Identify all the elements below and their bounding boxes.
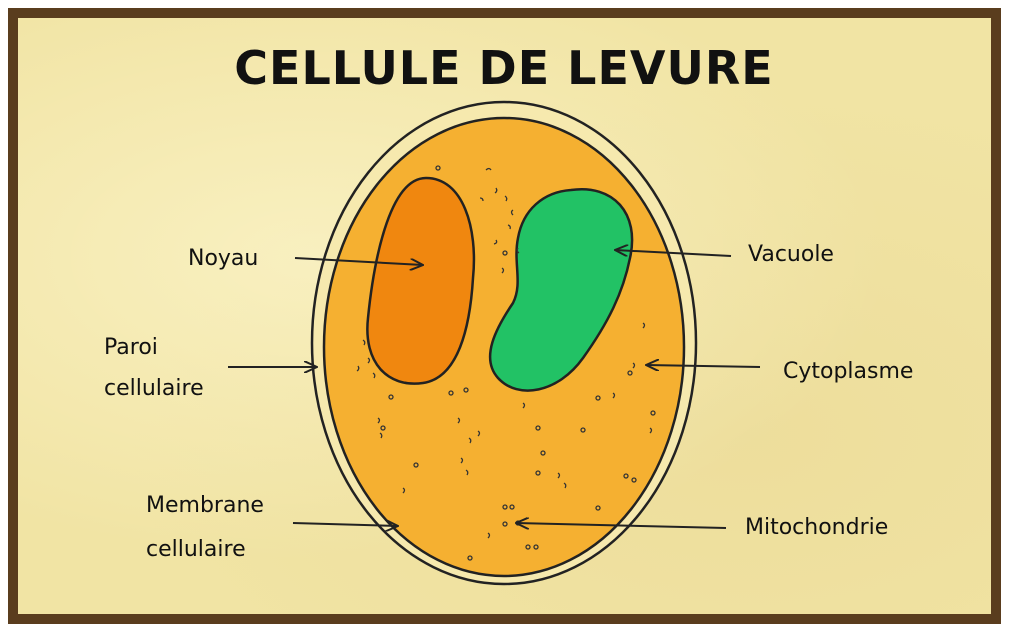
diagram-panel: CELLULE DE LEVURE: [8, 8, 1001, 624]
label-cytoplasme: Cytoplasme: [783, 359, 913, 384]
label-membrane-line1: Membrane: [146, 493, 264, 518]
label-mitochondrie: Mitochondrie: [745, 515, 888, 540]
label-noyau: Noyau: [188, 246, 258, 271]
label-paroi-line1: Paroi: [104, 335, 158, 360]
label-paroi-line2: cellulaire: [104, 376, 204, 401]
diagram-title: CELLULE DE LEVURE: [234, 41, 773, 95]
label-membrane-line2: cellulaire: [146, 537, 246, 562]
yeast-cell-diagram: CELLULE DE LEVURE: [18, 18, 991, 614]
label-vacuole: Vacuole: [748, 242, 834, 267]
